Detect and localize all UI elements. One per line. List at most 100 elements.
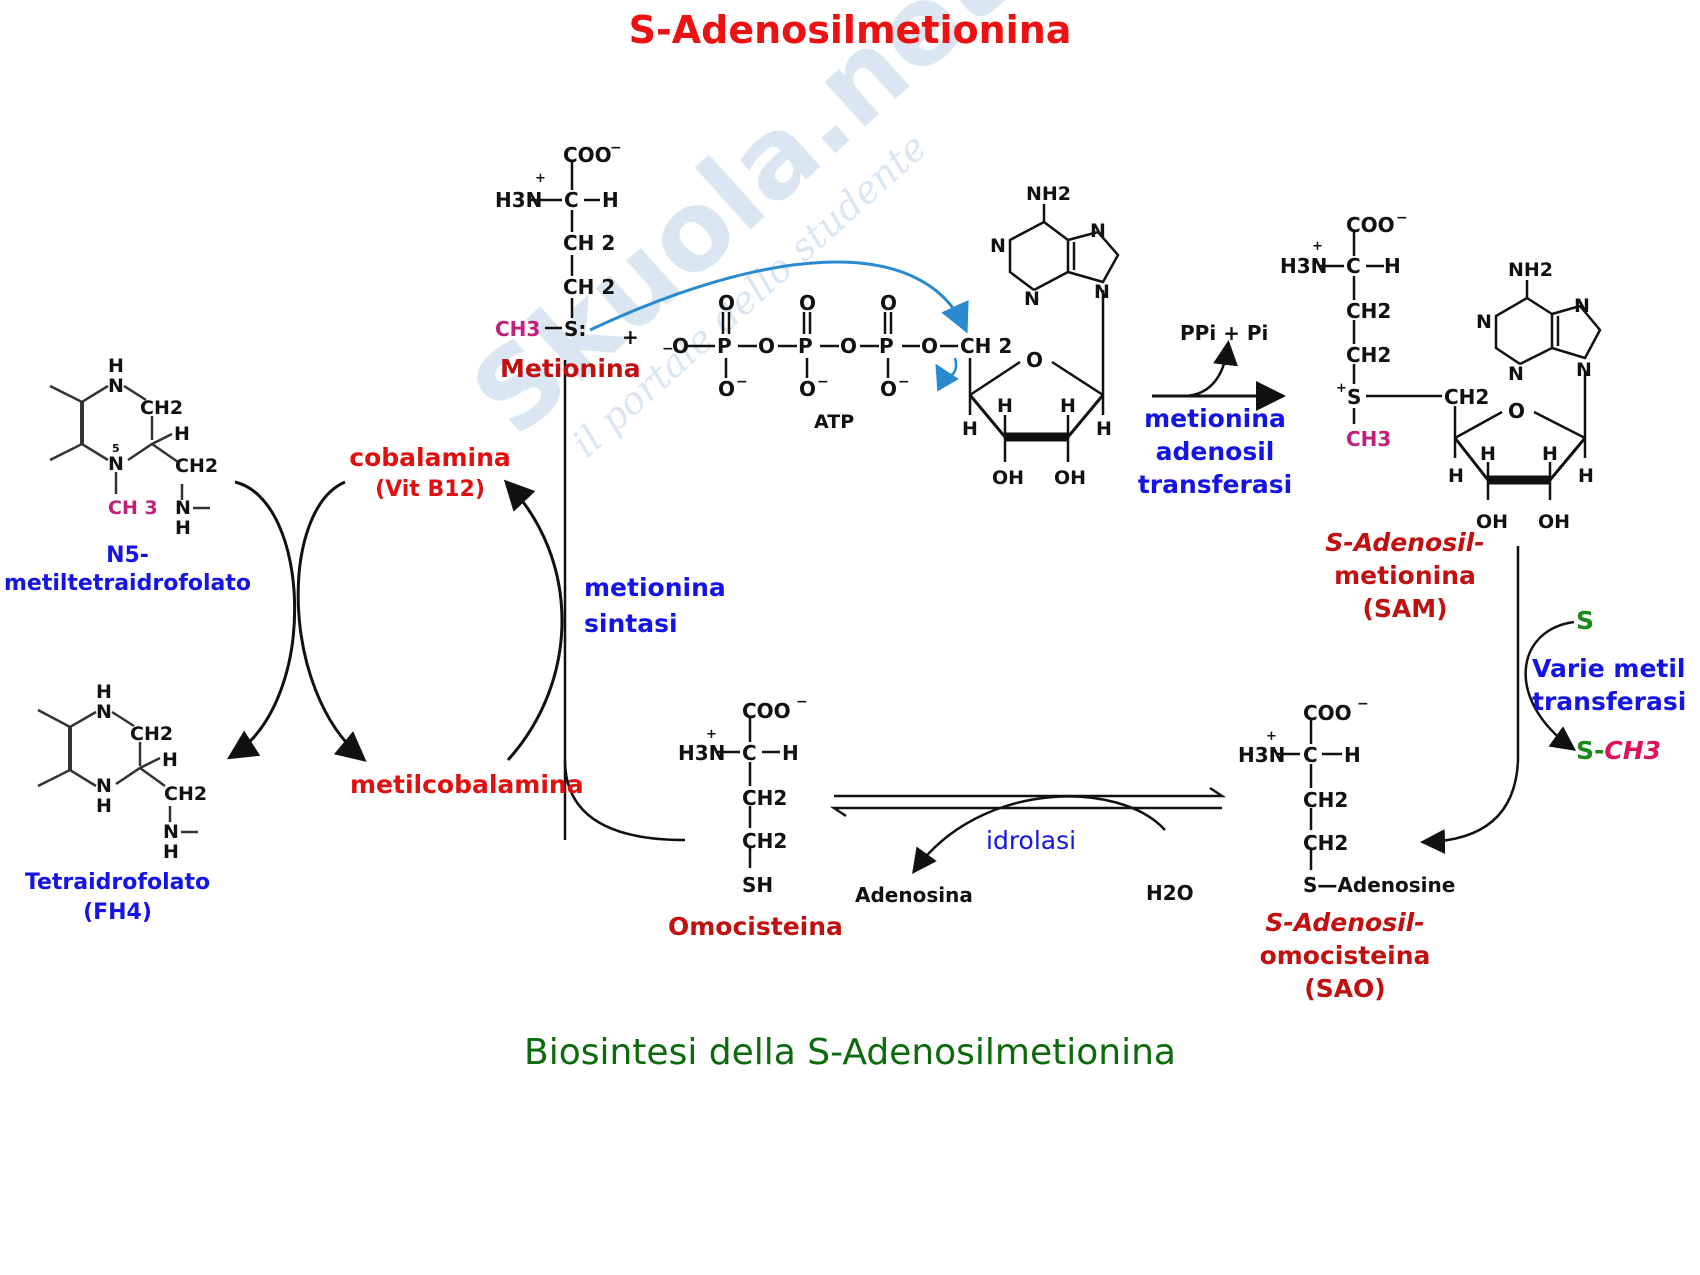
metionina-structure [530, 162, 686, 842]
svg-text:N: N [1476, 311, 1492, 333]
thf-label: Tetraidrofolato (FH4) [24, 870, 211, 925]
svg-text:N: N [96, 775, 112, 797]
vit-b12-label: (Vit B12) [375, 477, 485, 502]
ppi-pi-label: PPi + Pi [1180, 321, 1268, 345]
svg-text:+: + [535, 171, 546, 186]
metilcobalamina-label: metilcobalamina [350, 770, 584, 799]
svg-text:H: H [997, 395, 1013, 417]
svg-text:−: − [662, 341, 674, 357]
svg-text:N: N [1576, 359, 1592, 381]
svg-text:O: O [758, 334, 775, 358]
svg-text:H3N: H3N [1280, 254, 1327, 278]
svg-text:O: O [718, 291, 735, 315]
svg-text:CH3: CH3 [1346, 427, 1391, 451]
svg-text:O: O [1508, 399, 1525, 423]
svg-text:−: − [796, 694, 808, 710]
svg-text:OH: OH [1476, 511, 1508, 533]
svg-text:H3N: H3N [495, 188, 542, 212]
svg-text:N: N [1024, 288, 1040, 310]
svg-text:−: − [1357, 696, 1369, 712]
svg-text:O: O [1026, 348, 1043, 372]
svg-text:O: O [672, 334, 689, 358]
svg-text:COO: COO [1303, 701, 1352, 725]
svg-text:−: − [817, 374, 829, 390]
svg-text:+: + [622, 325, 639, 349]
svg-text:+: + [1266, 729, 1277, 744]
svg-text:S:: S: [564, 317, 586, 341]
svg-text:OH: OH [1054, 467, 1086, 489]
svg-text:CH2: CH2 [1303, 831, 1348, 855]
svg-text:+: + [1312, 239, 1323, 254]
enzyme-metionina-sintasi: metionina sintasi [584, 573, 726, 638]
substrate-s-label: S [1576, 606, 1595, 635]
svg-text:C: C [742, 741, 757, 765]
figure-caption: Biosintesi della S-Adenosilmetionina [524, 1032, 1176, 1073]
svg-text:N: N [1574, 295, 1590, 317]
svg-text:−: − [610, 140, 622, 156]
svg-text:H: H [1542, 443, 1558, 465]
svg-text:CH2: CH2 [175, 455, 218, 477]
metionina-label: Metionina [500, 354, 641, 383]
sam-label: S-Adenosil- metionina (SAM) [1325, 528, 1485, 623]
svg-text:P: P [798, 334, 813, 358]
svg-text:N: N [175, 497, 191, 519]
svg-text:H: H [1344, 743, 1361, 767]
svg-text:N: N [108, 453, 124, 475]
ppi-release-arrow [1184, 340, 1238, 398]
enzyme-idrolasi: idrolasi [986, 826, 1077, 855]
svg-text:COO: COO [563, 143, 612, 167]
adenosina-label: Adenosina [855, 883, 973, 907]
svg-text:CH2: CH2 [742, 786, 787, 810]
svg-text:N: N [1094, 281, 1110, 303]
svg-text:O: O [840, 334, 857, 358]
svg-text:N: N [108, 375, 124, 397]
svg-text:S—Adenosine: S—Adenosine [1303, 873, 1455, 897]
atp-label: ATP [814, 411, 854, 433]
svg-text:H: H [1060, 395, 1076, 417]
svg-text:CH3: CH3 [495, 317, 540, 341]
n5-methyl-thf-atoms: H N CH2 H 5 N CH2 CH 3 N H [108, 355, 218, 539]
svg-text:H: H [163, 841, 179, 863]
svg-text:S: S [1347, 385, 1361, 409]
svg-text:CH2: CH2 [1303, 788, 1348, 812]
svg-text:N: N [990, 235, 1006, 257]
n5-methyl-thf-label: N5- metiltetraidrofolato [3, 543, 252, 596]
svg-text:O: O [799, 377, 816, 401]
svg-text:C: C [564, 188, 579, 212]
svg-text:H: H [1578, 465, 1594, 487]
svg-text:O: O [718, 377, 735, 401]
svg-text:NH2: NH2 [1508, 259, 1553, 281]
enzyme-metil-transferasi: Varie metil transferasi [1532, 654, 1687, 716]
svg-text:OH: OH [992, 467, 1024, 489]
cobalamina-label: cobalamina (Vit B12) [345, 442, 515, 506]
svg-text:COO: COO [742, 699, 791, 723]
svg-text:C: C [1346, 254, 1361, 278]
svg-text:N: N [1090, 220, 1106, 242]
svg-text:H: H [962, 418, 978, 440]
svg-text:CH2: CH2 [1346, 299, 1391, 323]
svg-text:OH: OH [1538, 511, 1570, 533]
thf-structure [37, 708, 198, 834]
hydrolase-equilibrium [829, 786, 1227, 875]
svg-text:O: O [799, 291, 816, 315]
leaving-group-arrow [935, 357, 959, 392]
svg-text:H: H [96, 795, 112, 817]
svg-text:N: N [1508, 363, 1524, 385]
sao-label: S-Adenosil- omocisteina (SAO) [1259, 908, 1431, 1003]
svg-text:O: O [880, 291, 897, 315]
svg-text:H: H [1096, 418, 1112, 440]
svg-text:H: H [1448, 465, 1464, 487]
svg-text:5: 5 [112, 442, 120, 455]
atp-phosphate-atoms: − O P O P O P O O O O O O O − − − ATP [662, 291, 938, 433]
atp-ribose-atoms: CH 2 O H H H H OH OH NH2 N N N N [960, 183, 1112, 489]
svg-text:H: H [1480, 443, 1496, 465]
svg-text:H: H [782, 741, 799, 765]
svg-text:CH 3: CH 3 [108, 497, 158, 519]
thf-atoms: H N CH2 H N H CH2 N H [96, 681, 207, 863]
svg-text:−: − [1396, 210, 1408, 226]
svg-text:CH2: CH2 [164, 783, 207, 805]
svg-text:COO: COO [1346, 213, 1395, 237]
svg-text:P: P [717, 334, 732, 358]
svg-text:CH 2: CH 2 [563, 231, 615, 255]
svg-text:H3N: H3N [1238, 743, 1285, 767]
